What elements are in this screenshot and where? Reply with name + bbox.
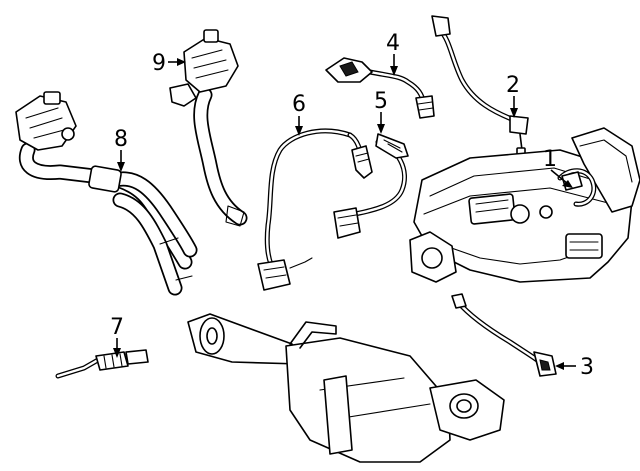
part-9-pressure-sensor-hose <box>169 29 248 227</box>
part-7-oxygen-sensor <box>55 349 149 379</box>
part-2-temperature-sensor <box>431 15 529 159</box>
arrowhead-3 <box>555 362 564 370</box>
part-3-exhaust-sensor <box>451 293 557 377</box>
leader-line-1 <box>550 169 569 185</box>
arrowhead-5 <box>377 124 385 134</box>
callout-label-4: 4 <box>386 31 400 56</box>
callout-5: 5 <box>374 89 388 134</box>
callout-4: 4 <box>386 31 400 76</box>
callout-9: 9 <box>152 51 186 76</box>
callout-7: 7 <box>110 315 124 358</box>
callout-label-5: 5 <box>374 89 388 114</box>
callout-label-1: 1 <box>543 147 557 172</box>
arrowhead-8 <box>117 162 125 172</box>
arrowhead-1 <box>562 180 573 188</box>
callout-2: 2 <box>506 73 520 118</box>
part-6-oxygen-sensor <box>257 128 373 291</box>
callout-label-8: 8 <box>114 127 128 152</box>
arrowhead-9 <box>177 58 186 66</box>
callout-label-2: 2 <box>506 73 520 98</box>
callout-label-7: 7 <box>110 315 124 340</box>
part-8-pressure-sensor-hose <box>15 91 198 296</box>
callout-label-3: 3 <box>580 355 594 380</box>
part-4-temperature-sensor <box>325 57 435 119</box>
arrowhead-4 <box>390 66 398 76</box>
part-5-oxygen-sensor <box>333 133 409 239</box>
arrowhead-7 <box>113 348 121 358</box>
callout-label-9: 9 <box>152 51 166 76</box>
callout-1: 1 <box>543 147 573 188</box>
diesel-particulate-filter-assembly <box>409 127 640 283</box>
callout-label-6: 6 <box>292 92 306 117</box>
exhaust-pipe-and-catalytic-converter <box>187 313 505 463</box>
callout-3: 3 <box>555 355 594 380</box>
callout-6: 6 <box>292 92 306 136</box>
callout-8: 8 <box>114 127 128 172</box>
arrowhead-2 <box>510 108 518 118</box>
arrowhead-6 <box>295 126 303 136</box>
